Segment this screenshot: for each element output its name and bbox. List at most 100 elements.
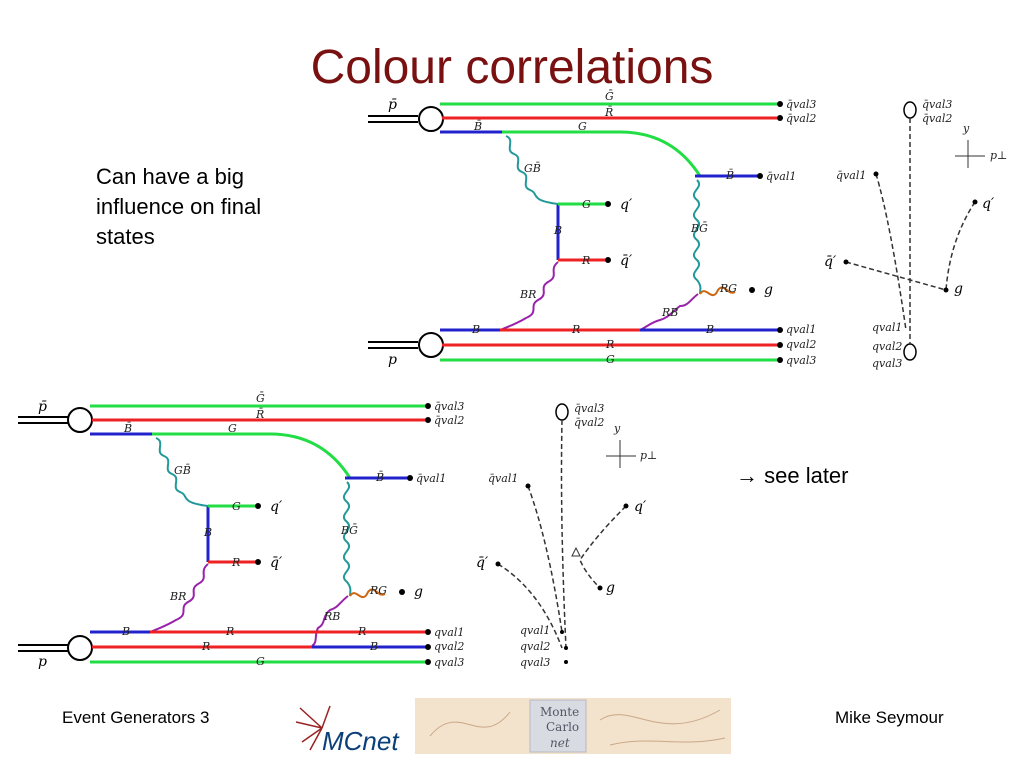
colour-label: R <box>225 625 234 638</box>
q-prime-label: q′ <box>982 196 995 212</box>
colour-label: Ḡ <box>605 89 614 103</box>
p-perp-label: p⊥ <box>990 149 1007 162</box>
body-text: Can have a big influence on final states <box>96 162 326 252</box>
colour-label: R <box>357 625 366 638</box>
colour-label: BR <box>519 288 536 301</box>
q-prime-label: q′ <box>270 499 283 515</box>
colour-label: R <box>201 640 210 653</box>
colour-label: Ḡ <box>256 391 265 405</box>
p-label: p <box>38 654 47 670</box>
colour-label: BḠ <box>340 523 358 537</box>
q-val2-label: qval2 <box>872 340 902 353</box>
banner-text: Monte <box>540 705 579 719</box>
banner-text: Carlo <box>546 720 579 734</box>
colour-label: B <box>369 640 378 653</box>
colour-label: B <box>553 224 562 237</box>
q-prime-label: q′ <box>620 197 633 213</box>
see-later-note: → see later <box>736 463 849 488</box>
colour-label: G <box>578 120 587 133</box>
q-val3-label: qval3 <box>520 656 550 669</box>
qbar-prime-label: q̄′ <box>620 253 633 269</box>
colour-label: G <box>582 198 591 211</box>
banner-text: net <box>550 736 570 750</box>
slide-title: Colour correlations <box>310 41 714 94</box>
y-axis-label: y <box>613 422 621 435</box>
colour-label: R <box>581 254 590 267</box>
colour-label: B̄ <box>725 169 734 182</box>
proton-blob <box>67 635 93 661</box>
qbar-val1-label: q̄val1 <box>836 169 866 182</box>
colour-label: GB̄ <box>174 464 191 477</box>
top-feynman-diagram: p̄ p Ḡ R̄ B̄ G GB̄ G B R BR B̄ BḠ RG R… <box>368 89 816 368</box>
colour-label: R <box>605 338 614 351</box>
p-label: p <box>388 352 397 368</box>
qbar-prime-label: q̄′ <box>476 555 489 571</box>
colour-label: B <box>705 323 714 336</box>
colour-label: RG <box>369 584 387 597</box>
star-burst-icon <box>295 705 331 751</box>
q-val3-label: qval3 <box>434 656 464 669</box>
colour-label: G <box>232 500 241 513</box>
colour-label: G <box>228 422 237 435</box>
proton-blob <box>67 407 93 433</box>
qbar-val3-label: q̄val3 <box>574 402 604 415</box>
colour-label: R̄ <box>255 408 264 421</box>
proton-blob <box>418 332 444 358</box>
colour-label: R <box>571 323 580 336</box>
top-string-diagram: y p⊥ q̄val3 q̄val2 q̄val1 q′ q̄′ g qval1… <box>824 98 1007 370</box>
qbar-val3-label: q̄val3 <box>434 400 464 413</box>
qbar-val2-label: q̄val2 <box>786 112 816 125</box>
body-line: Can have a big <box>96 164 244 189</box>
colour-label: BḠ <box>690 221 708 235</box>
qbar-val3-label: q̄val3 <box>922 98 952 111</box>
q-val2-label: qval2 <box>434 640 464 653</box>
colour-label: GB̄ <box>524 162 541 175</box>
colour-label: BR <box>169 590 186 603</box>
colour-label: R̄ <box>604 106 613 119</box>
g-label: g <box>414 584 423 600</box>
footer-left: Event Generators 3 <box>62 708 210 727</box>
g-label: g <box>764 282 773 298</box>
colour-label: R <box>231 556 240 569</box>
q-val3-label: qval3 <box>786 354 816 367</box>
qbar-val2-label: q̄val2 <box>574 416 604 429</box>
qbar-val3-label: q̄val3 <box>786 98 816 111</box>
qbar-val2-label: q̄val2 <box>922 112 952 125</box>
footer-right: Mike Seymour <box>835 708 944 727</box>
qbar-val1-label: q̄val1 <box>488 472 518 485</box>
colour-label: B̄ <box>375 471 384 484</box>
qbar-val1-label: q̄val1 <box>416 472 446 485</box>
colour-label: B̄ <box>123 422 132 435</box>
logo-text: MCnet <box>322 726 400 756</box>
colour-label: B <box>203 526 212 539</box>
qbar-val2-label: q̄val2 <box>434 414 464 427</box>
q-val3-label: qval3 <box>872 357 902 370</box>
colour-label: B <box>121 625 130 638</box>
colour-label: G <box>256 655 265 668</box>
q-val2-label: qval2 <box>520 640 550 653</box>
bottom-string-diagram: y p⊥ q̄val3 q̄val2 q̄val1 q′ q̄′ g qval1… <box>476 402 657 669</box>
q-val2-label: qval2 <box>786 338 816 351</box>
p-perp-label: p⊥ <box>640 449 657 462</box>
g-label: g <box>954 281 963 297</box>
body-line: influence on final <box>96 194 262 219</box>
bottom-feynman-diagram: p̄ p Ḡ R̄ B̄ G GB̄ G B R BR B̄ BḠ RG R… <box>18 391 464 670</box>
qbar-val1-label: q̄val1 <box>766 170 796 183</box>
colour-label: B̄ <box>473 120 482 133</box>
colour-label: RB <box>661 306 678 319</box>
q-val1-label: qval1 <box>786 323 816 336</box>
g-label: g <box>606 580 615 596</box>
q-val1-label: qval1 <box>872 321 902 334</box>
body-line: states <box>96 224 155 249</box>
colour-label: B <box>471 323 480 336</box>
mcnet-logo: MCnet Monte Carlo net <box>295 698 731 756</box>
colour-label: RG <box>719 282 737 295</box>
q-prime-label: q′ <box>634 499 647 515</box>
qbar-prime-label: q̄′ <box>270 555 283 571</box>
pbar-label: p̄ <box>388 97 397 113</box>
q-val1-label: qval1 <box>520 624 550 637</box>
pbar-label: p̄ <box>38 399 47 415</box>
y-axis-label: y <box>962 122 970 135</box>
colour-label: G <box>606 353 615 366</box>
